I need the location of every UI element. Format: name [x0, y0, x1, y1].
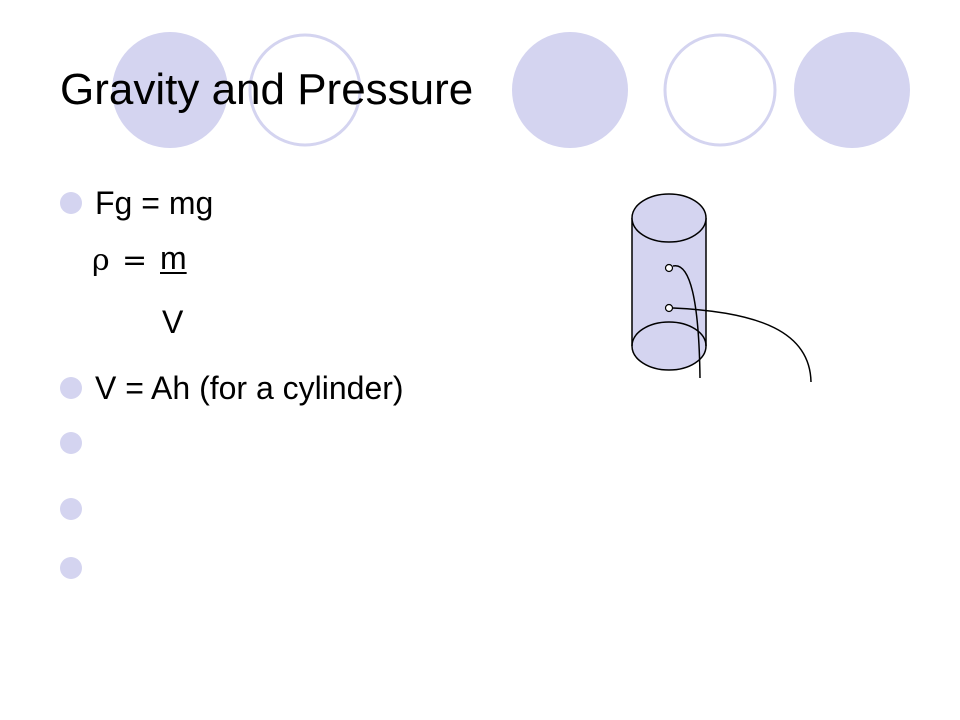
bullet-text: Fg = mg [95, 184, 214, 221]
bullet-icon [60, 557, 82, 579]
bullet-item [60, 418, 95, 468]
slide-title: Gravity and Pressure [60, 65, 474, 114]
bullet-icon [60, 377, 82, 399]
decor-circle-1 [112, 32, 228, 148]
probe-tube-lower [672, 307, 812, 383]
decor-circle-3 [512, 32, 628, 148]
bullet-icon [60, 432, 82, 454]
probe-tube-upper [672, 265, 701, 379]
decor-circle-2 [248, 33, 362, 147]
bullet-item [60, 543, 95, 593]
probe-point-upper [664, 263, 674, 273]
decor-circle-4 [663, 33, 777, 147]
probe-point-lower [664, 303, 674, 313]
bullet-icon [60, 192, 82, 214]
bullet-item: Fg = mg [60, 178, 213, 228]
decorative-circles [112, 32, 910, 148]
bullet-icon [60, 498, 82, 520]
cylinder-body [631, 218, 707, 371]
decor-circle-5 [794, 32, 910, 148]
cylinder-top [631, 193, 707, 243]
bullet-text: V = Ah (for a cylinder) [95, 369, 404, 406]
bullet-item: V = Ah (for a cylinder) [60, 363, 404, 413]
formula-denominator: V [162, 304, 184, 340]
density-symbol: ρ [92, 243, 110, 278]
formula-numerator: m [160, 240, 187, 276]
bullet-item [60, 484, 95, 534]
cylinder-diagram [631, 193, 812, 383]
equals-sign: = [122, 243, 148, 278]
cylinder-bottom-rim [631, 321, 707, 347]
